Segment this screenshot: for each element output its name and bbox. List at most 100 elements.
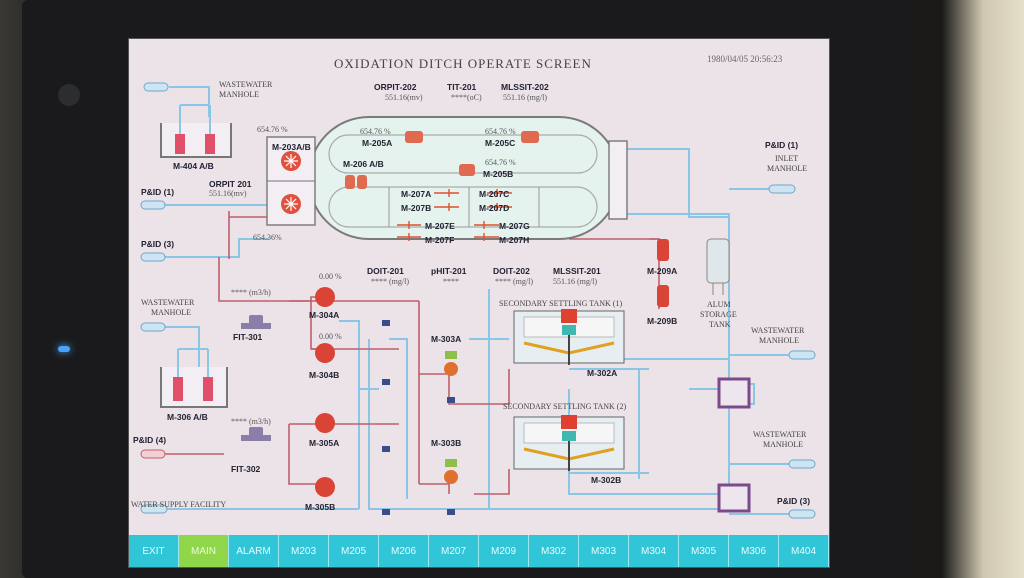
- pumps-209: [657, 239, 669, 307]
- nav-m206[interactable]: M206: [379, 535, 429, 567]
- ww-manhole-mid: WASTEWATER: [141, 298, 195, 307]
- mlssit201-label: MLSSIT-201: [553, 266, 601, 276]
- nav-m303[interactable]: M303: [579, 535, 629, 567]
- pid1-left[interactable]: P&ID (1): [141, 187, 175, 197]
- tit201-value: ****(oC): [451, 93, 482, 102]
- m209b-label[interactable]: M-209B: [647, 316, 678, 326]
- m205a-pct: 654.76 %: [360, 127, 391, 136]
- nav-m302[interactable]: M302: [529, 535, 579, 567]
- sst2-label: SECONDARY SETTLING TANK (2): [503, 402, 627, 411]
- m205b-label[interactable]: M-205B: [483, 169, 514, 179]
- m207b-label[interactable]: M-207B: [401, 203, 432, 213]
- m205a-label[interactable]: M-205A: [362, 138, 393, 148]
- hmi-screen: OXIDATION DITCH OPERATE SCREEN 1980/04/0…: [128, 38, 830, 568]
- m207e-label[interactable]: M-207E: [425, 221, 455, 231]
- m304a-label[interactable]: M-304A: [309, 310, 340, 320]
- alum-tank: [706, 238, 730, 295]
- pipe-caps: [140, 82, 816, 519]
- m305a-label[interactable]: M-305A: [309, 438, 340, 448]
- m207g-label[interactable]: M-207G: [499, 221, 530, 231]
- oxidation-ditch: [308, 116, 620, 240]
- nav-m404[interactable]: M404: [779, 535, 829, 567]
- screen-title: OXIDATION DITCH OPERATE SCREEN: [334, 56, 592, 71]
- power-led: [58, 346, 70, 352]
- m305b-label[interactable]: M-305B: [305, 502, 336, 512]
- pid3-right[interactable]: P&ID (3): [777, 496, 811, 506]
- m303b-label[interactable]: M-303B: [431, 438, 462, 448]
- ww-manhole-r2b: MANHOLE: [763, 440, 803, 449]
- ww-manhole-top-2: MANHOLE: [219, 90, 259, 99]
- mlssit201-value: 551.16 (mg/l): [553, 277, 597, 286]
- m209a-label[interactable]: M-209A: [647, 266, 678, 276]
- m207h-label[interactable]: M-207H: [499, 235, 530, 245]
- nav-alarm[interactable]: ALARM: [229, 535, 279, 567]
- doit201-value: **** (mg/l): [371, 277, 409, 286]
- m205c-pct: 654.76 %: [485, 127, 516, 136]
- nav-exit[interactable]: EXIT: [129, 535, 179, 567]
- phit201-value: ****: [443, 277, 459, 286]
- m404-label[interactable]: M-404 A/B: [173, 161, 214, 171]
- nav-m209[interactable]: M209: [479, 535, 529, 567]
- fit301-value: **** (m3/h): [231, 288, 271, 297]
- nav-m207[interactable]: M207: [429, 535, 479, 567]
- alum-2: STORAGE: [700, 310, 737, 319]
- phit201-label: pHIT-201: [431, 266, 467, 276]
- m207f-label[interactable]: M-207F: [425, 235, 455, 245]
- nav-m205[interactable]: M205: [329, 535, 379, 567]
- nav-m306[interactable]: M306: [729, 535, 779, 567]
- m206-label[interactable]: M-206 A/B: [343, 159, 384, 169]
- mlssit202-value: 551.16 (mg/l): [503, 93, 547, 102]
- inlet-manhole-1: INLET: [775, 154, 799, 163]
- alum-1: ALUM: [707, 300, 731, 309]
- m304a-pct: 0.00 %: [319, 272, 342, 281]
- m303a-label[interactable]: M-303A: [431, 334, 462, 344]
- pumps-left: [315, 287, 335, 497]
- m306-label[interactable]: M-306 A/B: [167, 412, 208, 422]
- ww-manhole-r2: WASTEWATER: [753, 430, 807, 439]
- camera-sensor: [58, 84, 80, 106]
- doit201-label: DOIT-201: [367, 266, 404, 276]
- fit301-label: FIT-301: [233, 332, 263, 342]
- flow-meters: [241, 315, 271, 441]
- ww-manhole-r1: WASTEWATER: [751, 326, 805, 335]
- m205b-pct: 654.76 %: [485, 158, 516, 167]
- pid1-right[interactable]: P&ID (1): [765, 140, 799, 150]
- nav-m203[interactable]: M203: [279, 535, 329, 567]
- pid4-label[interactable]: P&ID (4): [133, 435, 167, 445]
- pid3-left[interactable]: P&ID (3): [141, 239, 175, 249]
- m207c-label[interactable]: M-207C: [479, 189, 510, 199]
- m205c-label[interactable]: M-205C: [485, 138, 516, 148]
- m207a-label[interactable]: M-207A: [401, 189, 432, 199]
- fan-blades: [284, 154, 298, 211]
- m203-pct-a: 654.76 %: [257, 125, 288, 134]
- water-supply-label: WATER SUPPLY FACILITY: [131, 500, 227, 509]
- mixers: [397, 189, 512, 241]
- settling-tank-1: [513, 309, 625, 365]
- tit201-label: TIT-201: [447, 82, 477, 92]
- m302a-label[interactable]: M-302A: [587, 368, 618, 378]
- orpit202-value: 551.16(mv): [385, 93, 423, 102]
- fit302-value: **** (m3/h): [231, 417, 271, 426]
- inlet-chamber: [608, 140, 628, 220]
- orpit201-label: ORPIT 201: [209, 179, 252, 189]
- nav-m304[interactable]: M304: [629, 535, 679, 567]
- sst1-label: SECONDARY SETTLING TANK (1): [499, 299, 623, 308]
- aerator-rotors: [345, 131, 539, 189]
- m203-pct-b: 654.36%: [253, 233, 282, 242]
- pid4-cap: [140, 449, 166, 459]
- inlet-manhole-2: MANHOLE: [767, 164, 807, 173]
- nav-m305[interactable]: M305: [679, 535, 729, 567]
- doit202-value: **** (mg/l): [495, 277, 533, 286]
- m302b-label[interactable]: M-302B: [591, 475, 622, 485]
- doit202-label: DOIT-202: [493, 266, 530, 276]
- nav-main[interactable]: MAIN: [179, 535, 229, 567]
- ww-manhole-mid-2: MANHOLE: [151, 308, 191, 317]
- m304b-label[interactable]: M-304B: [309, 370, 340, 380]
- m404-tank: [160, 104, 232, 158]
- m203-label[interactable]: M-203A/B: [272, 142, 311, 152]
- m207d-label[interactable]: M-207D: [479, 203, 510, 213]
- orpit202-label: ORPIT-202: [374, 82, 417, 92]
- orpit201-value: 551.16(mv): [209, 189, 247, 198]
- alum-3: TANK: [709, 320, 731, 329]
- m303-pumps: [444, 351, 458, 484]
